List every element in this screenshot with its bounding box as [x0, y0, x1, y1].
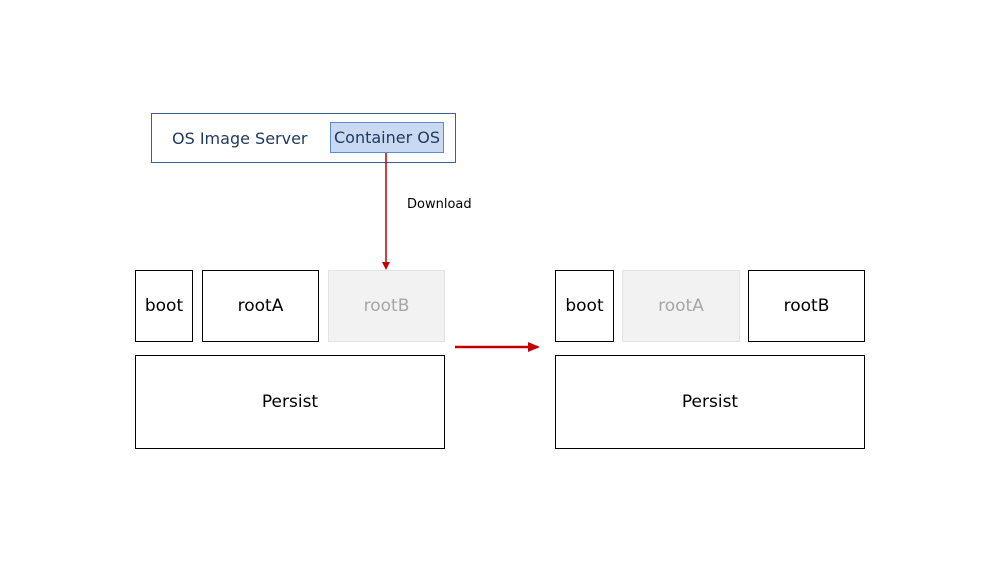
before-persist-partition: Persist — [135, 355, 445, 449]
os-image-server-label: OS Image Server — [172, 128, 308, 148]
after-rootB-partition: rootB — [748, 270, 865, 342]
before-rootB-partition: rootB — [328, 270, 445, 342]
download-label: Download — [407, 197, 472, 212]
container-os-package: Container OS — [330, 122, 444, 153]
before-rootA-partition: rootA — [202, 270, 319, 342]
before-boot-partition: boot — [135, 270, 193, 342]
after-rootA-partition: rootA — [622, 270, 740, 342]
after-boot-partition: boot — [555, 270, 614, 342]
after-persist-partition: Persist — [555, 355, 865, 449]
os-image-server: OS Image Server Container OS — [151, 113, 456, 163]
